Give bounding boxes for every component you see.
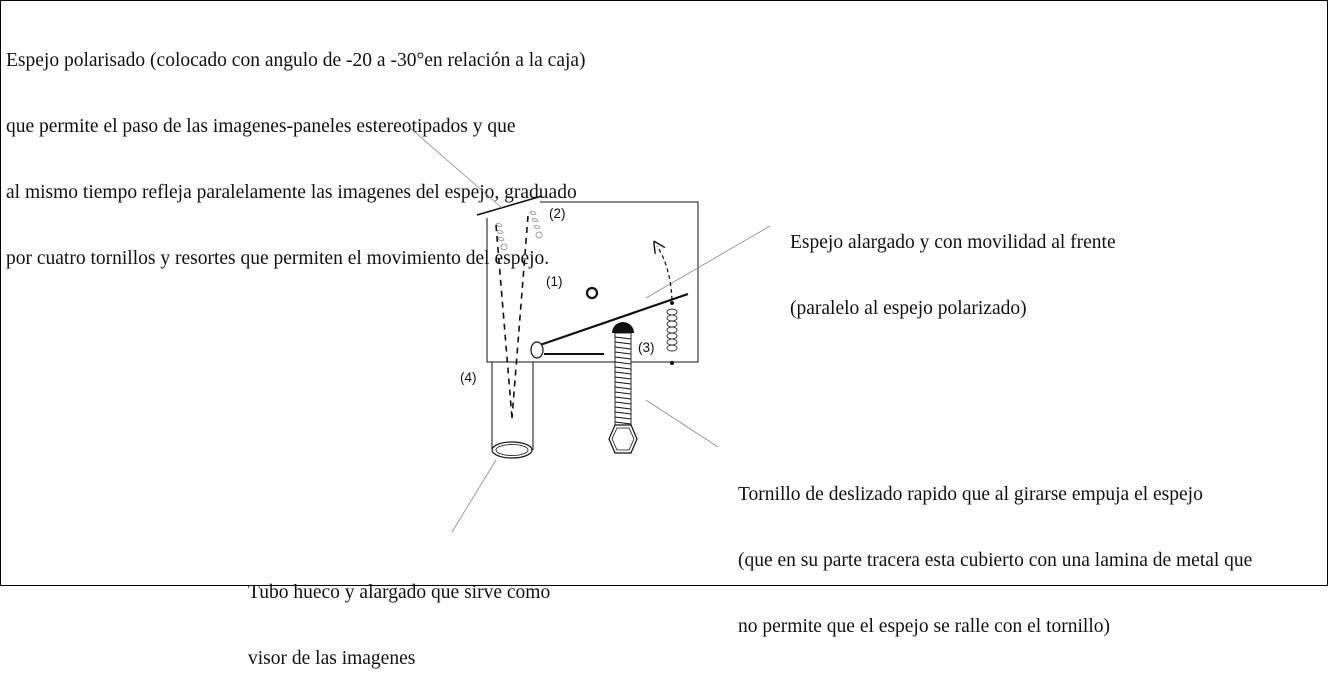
callout-line: por cuatro tornillos y resortes que perm… <box>6 248 550 269</box>
callout-line: (paralelo al espejo polarizado) <box>790 298 1027 319</box>
diagram-frame <box>0 0 1328 586</box>
marker-3: (3) <box>638 340 655 355</box>
callout-line: no permite que el espejo se ralle con el… <box>738 616 1110 637</box>
leader-line-tube <box>451 459 497 533</box>
leader-line-polarized <box>407 125 503 209</box>
callout-line: al mismo tiempo refleja paralelamente la… <box>6 182 577 203</box>
callout-line: Espejo polarisado (colocado con angulo d… <box>6 50 586 71</box>
device-box <box>486 201 699 363</box>
spring-anchor-bottom <box>670 361 674 365</box>
mirror-spring-right <box>529 210 543 239</box>
screw-bolt-head <box>608 424 638 454</box>
callout-line: (que en su parte tracera esta cubierto c… <box>738 550 1253 571</box>
leader-line-front-mirror <box>645 225 771 299</box>
spring-anchor-top <box>670 301 674 305</box>
leader-line-screw <box>645 399 719 448</box>
light-path-left <box>495 224 513 419</box>
screw-head <box>612 322 634 333</box>
light-path-right <box>511 215 529 419</box>
tube-eyepiece-inner <box>495 444 529 456</box>
front-mirror-callout: Espejo alargado y con movilidad al frent… <box>790 188 1116 342</box>
screw-thread <box>614 332 632 426</box>
callout-line: Tornillo de deslizado rapido que al gira… <box>738 484 1203 505</box>
front-mirror <box>539 292 689 347</box>
screw-bolt-inner <box>611 427 635 451</box>
callout-line: que permite el paso de las imagenes-pane… <box>6 116 516 137</box>
device-drawing <box>407 125 771 533</box>
marker-2: (2) <box>549 206 566 221</box>
adjust-knob <box>585 286 599 300</box>
marker-1: (1) <box>546 274 563 289</box>
mirror-pivot <box>530 341 544 359</box>
return-spring <box>666 308 678 352</box>
polarized-mirror-callout: Espejo polarisado (colocado con angulo d… <box>6 6 586 292</box>
motion-arrow <box>657 246 673 301</box>
mirror-spring-left <box>495 222 508 251</box>
callout-line: Espejo alargado y con movilidad al frent… <box>790 232 1116 253</box>
polarized-mirror <box>476 195 543 216</box>
callout-line: visor de las imagenes <box>248 648 416 669</box>
marker-4: (4) <box>460 370 477 385</box>
